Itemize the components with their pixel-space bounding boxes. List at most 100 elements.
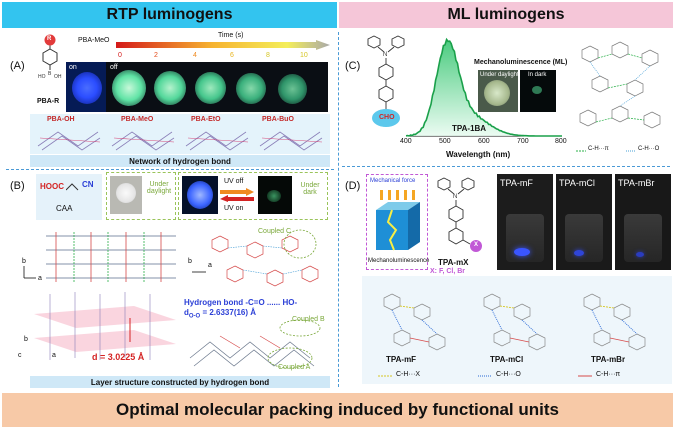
layer-caption: Layer structure constructed by hydrogen … bbox=[30, 376, 330, 388]
crystal-network-area bbox=[30, 114, 330, 154]
ml-spectrum bbox=[405, 37, 562, 137]
ml-dark-label: In dark bbox=[528, 72, 547, 78]
rtp-header: RTP luminogens bbox=[2, 2, 337, 28]
legend-d-ch-x: C-H···X bbox=[396, 371, 421, 378]
xtick-800: 800 bbox=[555, 138, 567, 145]
uv-arrows bbox=[220, 188, 254, 202]
time-label: Time (s) bbox=[218, 32, 244, 39]
daylight-sample bbox=[116, 183, 136, 203]
svg-text:B: B bbox=[48, 71, 52, 77]
glow-off-5 bbox=[278, 74, 307, 104]
time-tick-8: 8 bbox=[266, 52, 270, 59]
caa-hooc: HOOC bbox=[40, 182, 64, 191]
spectrum-area bbox=[406, 39, 562, 136]
crystal-label-meo: PBA-MeO bbox=[121, 116, 154, 123]
coupled-b: Coupled B bbox=[292, 316, 325, 323]
caa-bond bbox=[66, 183, 79, 191]
pba-meo-label: PBA-MeO bbox=[78, 37, 110, 44]
glow-off-3 bbox=[195, 72, 226, 104]
time-tick-0: 0 bbox=[118, 52, 122, 59]
caa-label: CAA bbox=[56, 204, 73, 213]
svg-text:HO: HO bbox=[38, 74, 46, 80]
coupled-c: Coupled C bbox=[258, 228, 292, 235]
footer-banner: Optimal molecular packing induced by fun… bbox=[2, 393, 673, 427]
cho-label: CHO bbox=[379, 114, 395, 121]
legend-c-ch-pi: C-H···π bbox=[588, 146, 609, 152]
ml-title: Mechanoluminescence (ML) bbox=[474, 59, 568, 66]
legend-c-lines bbox=[576, 150, 636, 152]
legend-d-ch-pi: C-H···π bbox=[596, 371, 621, 378]
panel-d-label: (D) bbox=[345, 180, 361, 192]
axis-c-3: c bbox=[18, 352, 22, 359]
panel-c-label: (C) bbox=[345, 60, 361, 72]
under-daylight: Under daylight bbox=[146, 181, 172, 195]
ml-header: ML luminogens bbox=[339, 2, 673, 28]
axis-b-1: b bbox=[22, 258, 26, 265]
glow-off-1 bbox=[112, 70, 146, 106]
glow-mbr bbox=[636, 252, 644, 257]
d-spacing: d = 3.0225 Å bbox=[92, 352, 145, 362]
center-divider bbox=[338, 32, 339, 387]
xtick-700: 700 bbox=[517, 138, 529, 145]
photo-label-mf: TPA-mF bbox=[500, 178, 533, 188]
coupled-network bbox=[211, 229, 319, 287]
tpa-mx-label: TPA-mX bbox=[438, 258, 469, 267]
photo-label-mbr: TPA-mBr bbox=[618, 178, 655, 188]
pba-r-structure: B HO OH bbox=[38, 34, 62, 80]
spectrum-xlabel: Wavelength (nm) bbox=[446, 150, 511, 159]
axes-2 bbox=[192, 271, 206, 273]
d-oo-sub: O-O bbox=[188, 313, 201, 320]
crystal-label-tpa-mcl: TPA-mCl bbox=[490, 355, 524, 364]
glow-off-4 bbox=[236, 73, 266, 104]
uv-off-label: UV off bbox=[224, 178, 244, 185]
pba-r-label: PBA-R bbox=[37, 98, 60, 105]
daylight-box bbox=[106, 172, 176, 220]
d-oo-value: = 2.6337(16) Å bbox=[200, 308, 257, 317]
axis-b-3: b bbox=[24, 336, 28, 343]
packing-d-drawing bbox=[383, 293, 646, 351]
crystal-label-eto: PBA-EtO bbox=[191, 116, 221, 123]
svg-text:N: N bbox=[383, 52, 387, 58]
time-arrow bbox=[116, 40, 330, 50]
halogen-label: X: F, Cl, Br bbox=[430, 268, 466, 275]
mech-box bbox=[366, 174, 428, 270]
uv-on-label: UV on bbox=[224, 205, 244, 212]
legend-c-ch-o: C-H···O bbox=[638, 146, 660, 152]
photo-label-mcl: TPA-mCl bbox=[559, 178, 595, 188]
ml-daylight-sample bbox=[484, 80, 510, 106]
legend-d-lines bbox=[378, 375, 592, 377]
off-label: off bbox=[110, 64, 118, 71]
under-dark: Under dark bbox=[300, 182, 320, 196]
layer-planes bbox=[34, 292, 176, 360]
axis-a-1: a bbox=[38, 275, 42, 282]
d-oo-label: dO-O = 2.6337(16) Å bbox=[184, 308, 256, 320]
svg-text:N: N bbox=[453, 194, 457, 200]
xtick-600: 600 bbox=[478, 138, 490, 145]
legend-d-ch-o: C-H···O bbox=[496, 371, 521, 378]
caa-cn: CN bbox=[82, 180, 94, 189]
coupled-ab-network bbox=[189, 319, 321, 369]
axes-1 bbox=[23, 266, 36, 279]
crystal-label-oh: PBA-OH bbox=[47, 116, 75, 123]
axis-a-3: a bbox=[52, 352, 56, 359]
ml-daylight-label: Under daylight bbox=[480, 72, 519, 78]
tpa-mx-structure: N bbox=[437, 177, 482, 252]
axis-b-2: b bbox=[188, 258, 192, 265]
mech-cube bbox=[376, 190, 420, 251]
glow-off-2 bbox=[154, 71, 186, 105]
x-badge: X bbox=[474, 242, 479, 248]
uv-on-glow bbox=[187, 181, 213, 209]
hbond-label: Hydrogen bond -C=O ...... HO- bbox=[184, 298, 298, 307]
tpa-1ba-structure: N bbox=[367, 35, 405, 127]
network-caption: Network of hydrogen bond bbox=[30, 155, 330, 167]
crystal-label-tpa-mf: TPA-mF bbox=[386, 355, 417, 364]
glow-on bbox=[72, 72, 102, 104]
panel-b-label: (B) bbox=[10, 180, 25, 192]
crystal-label-buo: PBA-BuO bbox=[262, 116, 294, 123]
glow-mcl bbox=[574, 250, 584, 256]
time-tick-10: 10 bbox=[300, 52, 308, 59]
packing-d-area bbox=[362, 276, 672, 384]
spectrum-line bbox=[405, 37, 562, 137]
left-divider bbox=[6, 169, 334, 170]
